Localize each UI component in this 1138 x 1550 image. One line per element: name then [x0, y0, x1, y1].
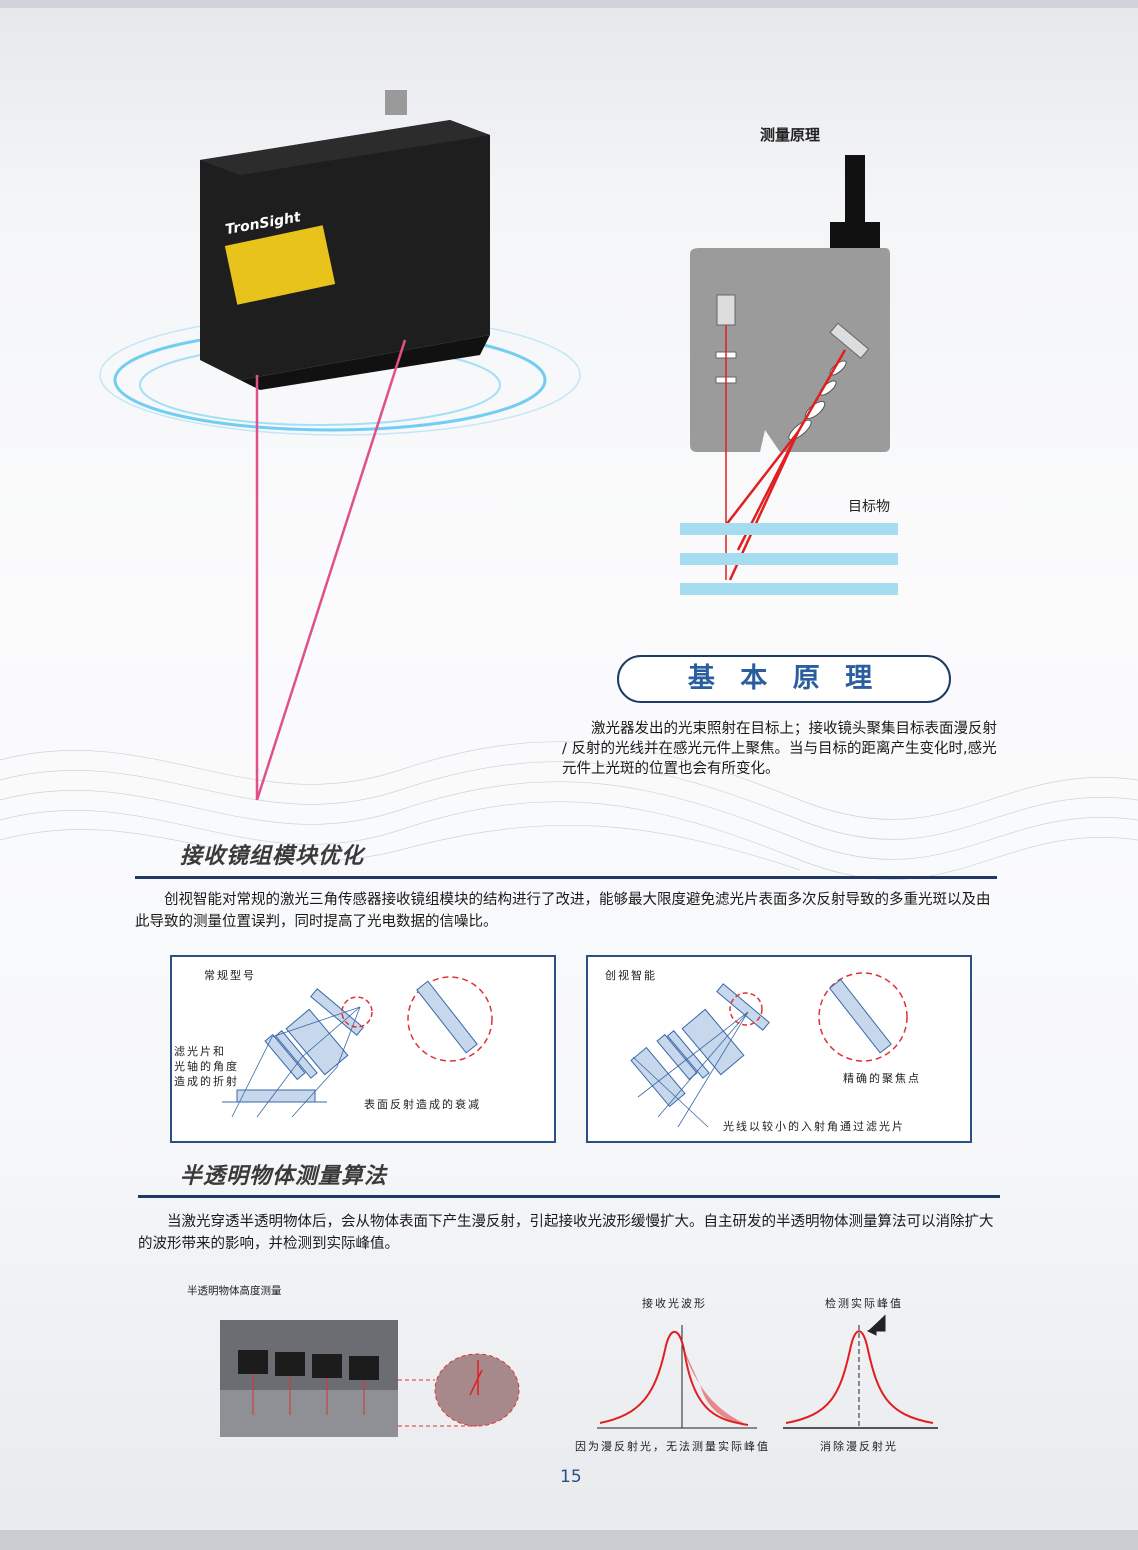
sensor-product-image: TronSight — [99, 90, 581, 801]
conventional-model-title: 常规型号 — [204, 969, 256, 982]
page-number: 15 — [560, 1467, 582, 1487]
section-divider — [135, 876, 997, 879]
wave-right-caption: 消除漫反射光 — [820, 1440, 898, 1453]
refraction-label: 滤光片和 光轴的角度 造成的折射 — [174, 1045, 239, 1088]
diffuse-area — [682, 1345, 748, 1425]
tronsight-model-title: 创视智能 — [605, 969, 657, 982]
translucent-measurement-photo — [220, 1320, 520, 1437]
wave-mesh-background — [0, 741, 1138, 880]
lens-diagram-conventional — [222, 976, 493, 1118]
basic-principle-text: 激光器发出的光束照射在目标上；接收镜头聚集目标表面漫反射 / 反射的光线并在感光… — [562, 721, 997, 777]
peak-arrow-icon — [866, 1315, 886, 1336]
top-band — [0, 0, 1138, 8]
photo-caption: 半透明物体高度测量 — [187, 1285, 282, 1297]
bottom-band — [0, 1530, 1138, 1550]
waveform-diagrams — [597, 1315, 938, 1429]
lens-diagram-tronsight — [630, 972, 908, 1128]
wave-right-title: 检测实际峰值 — [825, 1297, 903, 1310]
tronsight-model-diagram: 创视智能 精确的聚焦点 光线以较小的入射角通过滤光片 — [586, 955, 972, 1143]
attenuation-label: 表面反射造成的衰减 — [364, 1098, 481, 1111]
section-heading-lens-module: 接收镜组模块优化 — [180, 844, 365, 869]
precise-focus-label: 精确的聚焦点 — [843, 1072, 921, 1085]
section-text-translucent: 当激光穿透半透明物体后，会从物体表面下产生漫反射，引起接收光波形缓慢扩大。自主研… — [138, 1214, 994, 1252]
conventional-model-diagram: 常规型号 滤光片和 光轴的角度 造成的折射 表面反射造成的衰减 — [170, 955, 556, 1143]
wave-left-caption: 因为漫反射光，无法测量实际峰值 — [575, 1440, 770, 1453]
section-divider — [138, 1195, 1000, 1198]
wave-left-curve — [599, 1330, 749, 1426]
section-text-lens-module: 创视智能对常规的激光三角传感器接收镜组模块的结构进行了改进，能够最大限度避免滤光… — [135, 892, 991, 930]
small-angle-label: 光线以较小的入射角通过滤光片 — [723, 1120, 905, 1133]
wave-left-title: 接收光波形 — [642, 1297, 707, 1310]
basic-principle-title: 基 本 原 理 — [617, 655, 951, 703]
target-label: 目标物 — [848, 499, 890, 515]
section-heading-translucent: 半透明物体测量算法 — [180, 1164, 388, 1189]
measurement-principle-diagram — [680, 155, 898, 595]
principle-diagram-title: 测量原理 — [760, 126, 821, 144]
wave-right-curve — [785, 1330, 934, 1424]
